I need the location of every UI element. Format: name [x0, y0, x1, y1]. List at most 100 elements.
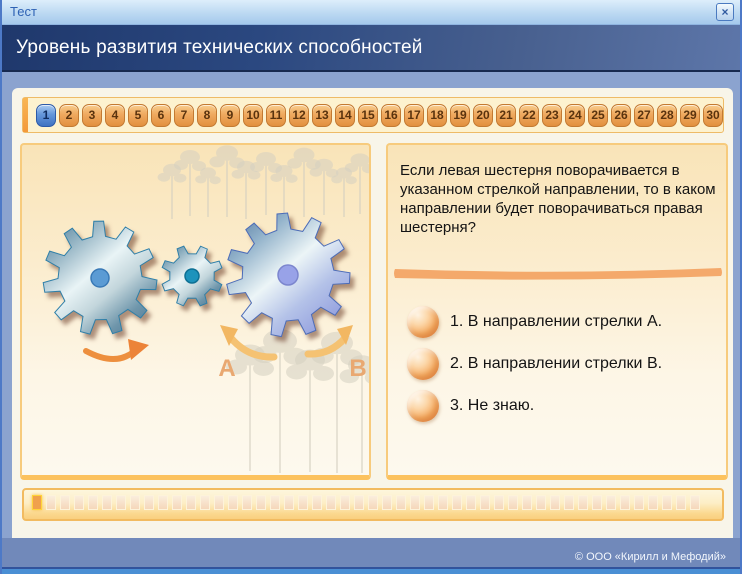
question-number-button[interactable]: 16: [381, 103, 401, 127]
progress-square: [536, 495, 546, 510]
question-number-button[interactable]: 24: [565, 103, 585, 127]
question-number-button[interactable]: 27: [634, 103, 654, 127]
progress-square: [578, 495, 588, 510]
progress-square: [116, 495, 126, 510]
tree-silhouette: [344, 153, 369, 214]
question-number-button[interactable]: 7: [174, 103, 194, 127]
answer-sphere-button[interactable]: [407, 389, 439, 422]
question-number-button[interactable]: 23: [542, 103, 562, 127]
progress-strip: [22, 488, 724, 521]
tree-silhouette: [252, 329, 308, 473]
progress-square: [480, 495, 490, 510]
question-number-button[interactable]: 6: [151, 103, 171, 127]
navigator-accent-bar: [23, 98, 28, 132]
question-number-button[interactable]: 25: [588, 103, 608, 127]
answer-option-label: 1. В направлении стрелки А.: [450, 312, 663, 330]
progress-square: [340, 495, 350, 510]
question-number-button[interactable]: 5: [128, 103, 148, 127]
arrow-label-b: В: [349, 355, 366, 382]
tree-silhouette: [286, 349, 334, 472]
question-number-button[interactable]: 29: [680, 103, 700, 127]
footer-divider-line: [2, 567, 740, 569]
window-title: Тест: [10, 4, 37, 19]
progress-square: [606, 495, 616, 510]
progress-square: [60, 495, 70, 510]
progress-square: [158, 495, 168, 510]
answer-option-label: 3. Не знаю.: [450, 396, 535, 414]
progress-square: [634, 495, 644, 510]
progress-square: [32, 495, 42, 510]
progress-square: [648, 495, 658, 510]
question-number-button[interactable]: 1: [36, 103, 56, 127]
progress-square: [368, 495, 378, 510]
question-number-button[interactable]: 18: [427, 103, 447, 127]
gears: [42, 212, 351, 338]
question-number-button[interactable]: 21: [496, 103, 516, 127]
answer-option[interactable]: 3. Не знаю.: [407, 389, 662, 422]
tree-silhouette: [270, 165, 298, 217]
progress-square: [662, 495, 672, 510]
question-number-button[interactable]: 30: [703, 103, 723, 127]
arrow-a-icon: [220, 325, 278, 361]
answer-option[interactable]: 1. В направлении стрелки А.: [407, 305, 662, 338]
close-icon[interactable]: ×: [716, 3, 734, 21]
progress-square: [312, 495, 322, 510]
title-bar: Тест ×: [2, 0, 740, 25]
tree-silhouette: [157, 163, 187, 219]
figure-panel: А В: [20, 143, 371, 480]
question-number-button[interactable]: 4: [105, 103, 125, 127]
progress-square: [214, 495, 224, 510]
progress-square: [676, 495, 686, 510]
progress-square: [466, 495, 476, 510]
copyright-text: © ООО «Кирилл и Мефодий»: [574, 551, 726, 563]
answer-option-label: 2. В направлении стрелки В.: [450, 354, 663, 372]
question-number-button[interactable]: 28: [657, 103, 677, 127]
progress-square: [242, 495, 252, 510]
progress-square: [88, 495, 98, 510]
progress-square: [102, 495, 112, 510]
answer-option[interactable]: 2. В направлении стрелки В.: [407, 347, 662, 380]
progress-square: [494, 495, 504, 510]
answer-sphere-button[interactable]: [407, 305, 439, 338]
gears-figure: А В: [42, 145, 369, 473]
progress-square: [564, 495, 574, 510]
progress-square: [186, 495, 196, 510]
question-text: Если левая шестерня поворачивается в ука…: [400, 162, 716, 236]
question-number-button[interactable]: 15: [358, 103, 378, 127]
progress-square: [396, 495, 406, 510]
progress-square: [620, 495, 630, 510]
question-number-button[interactable]: 3: [82, 103, 102, 127]
question-number-button[interactable]: 22: [519, 103, 539, 127]
question-number-button[interactable]: 17: [404, 103, 424, 127]
answer-sphere-button[interactable]: [407, 347, 439, 380]
tree-silhouette: [195, 167, 221, 217]
question-number-button[interactable]: 14: [335, 103, 355, 127]
progress-square: [438, 495, 448, 510]
tree-silhouette: [309, 158, 339, 215]
tree-silhouette: [339, 355, 369, 473]
question-number-button[interactable]: 11: [266, 103, 286, 127]
progress-square: [228, 495, 238, 510]
progress-square: [508, 495, 518, 510]
gear-right-axle: [277, 264, 299, 286]
progress-square: [172, 495, 182, 510]
question-number-button[interactable]: 2: [59, 103, 79, 127]
progress-square: [298, 495, 308, 510]
header: Уровень развития технических способносте…: [2, 25, 740, 72]
question-number-button[interactable]: 9: [220, 103, 240, 127]
question-number-button[interactable]: 12: [289, 103, 309, 127]
rotation-arrow-icon: [83, 339, 149, 362]
question-number-button[interactable]: 26: [611, 103, 631, 127]
question-number-button[interactable]: 19: [450, 103, 470, 127]
page-title: Уровень развития технических способносте…: [16, 37, 423, 58]
window-bottom-edge: [2, 569, 740, 574]
question-number-button[interactable]: 13: [312, 103, 332, 127]
question-number-button[interactable]: 8: [197, 103, 217, 127]
question-number-button[interactable]: 10: [243, 103, 263, 127]
progress-square: [284, 495, 294, 510]
question-number-button[interactable]: 20: [473, 103, 493, 127]
tree-silhouette: [174, 150, 206, 216]
progress-square: [326, 495, 336, 510]
